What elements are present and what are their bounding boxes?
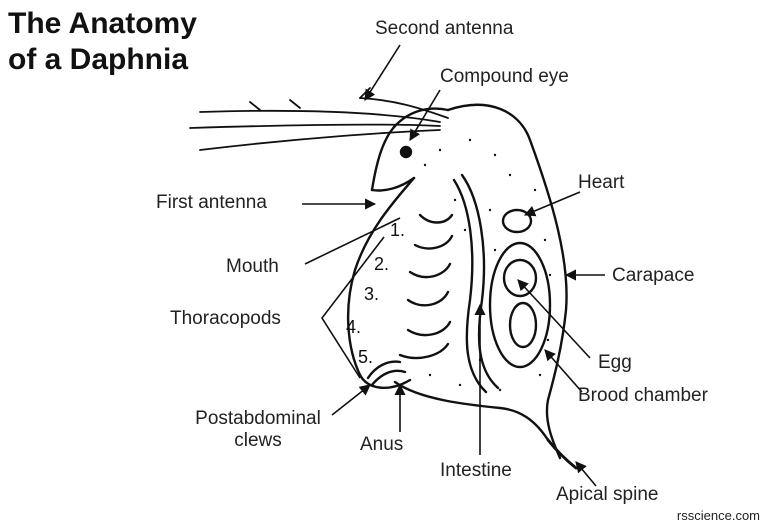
carapace-outline xyxy=(446,103,568,460)
label-mouth: Mouth xyxy=(226,256,279,277)
label-thoracopods: Thoracopods xyxy=(170,308,281,329)
title-line-2: of a Daphnia xyxy=(8,43,189,76)
compound-eye xyxy=(399,145,413,159)
label-second-antenna: Second antenna xyxy=(375,18,514,39)
carapace-stipple xyxy=(423,138,552,392)
apical-spine xyxy=(546,438,578,470)
pointer-apical-spine xyxy=(575,461,597,487)
head-outline xyxy=(370,107,450,192)
pointer-heart xyxy=(523,191,581,217)
label-postabdominal-claws: Postabdominal clews xyxy=(182,408,334,452)
pointer-second-antenna xyxy=(364,44,401,101)
label-carapace: Carapace xyxy=(612,265,695,286)
label-anus: Anus xyxy=(360,434,404,455)
title-line-1: The Anatomy xyxy=(8,7,197,40)
heart xyxy=(501,208,533,234)
label-intestine: Intestine xyxy=(440,460,512,481)
label-apical-spine: Apical spine xyxy=(556,484,659,505)
egg-upper xyxy=(502,258,538,298)
source-credit: rsscience.com xyxy=(676,508,760,523)
brood-chamber xyxy=(488,241,552,369)
label-egg: Egg xyxy=(598,352,632,373)
pointer-postabdominal xyxy=(331,384,371,416)
thoracopod-number-5: 5. xyxy=(358,347,373,367)
egg-lower xyxy=(508,301,538,349)
label-first-antenna: First antenna xyxy=(156,192,267,213)
carapace-lower xyxy=(393,380,550,442)
pointer-compound-eye xyxy=(409,89,441,141)
label-brood-chamber: Brood chamber xyxy=(578,385,708,406)
pointer-mouth xyxy=(304,217,401,265)
carapace-ventral xyxy=(346,176,416,389)
thoracopod-number-4: 4. xyxy=(346,317,361,337)
label-postabdominal-line-2: clews xyxy=(234,430,282,451)
thoracopod-number-1: 1. xyxy=(390,220,405,240)
thoracopod-number-2: 2. xyxy=(374,254,389,274)
intestine-tube xyxy=(460,173,500,390)
page-title: The Anatomy of a Daphnia xyxy=(8,6,197,78)
thoracopods-bracket xyxy=(321,236,385,379)
thoracopod-number-3: 3. xyxy=(364,284,379,304)
pointer-brood-chamber xyxy=(544,349,583,393)
label-postabdominal-line-1: Postabdominal xyxy=(195,408,321,429)
label-compound-eye: Compound eye xyxy=(440,66,569,87)
pointer-egg xyxy=(517,279,591,359)
label-heart: Heart xyxy=(578,172,625,193)
